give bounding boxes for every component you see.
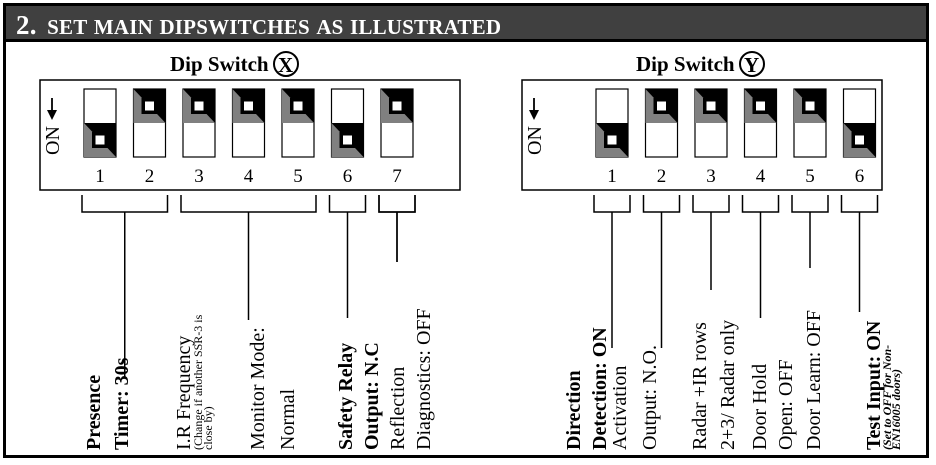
dip-x-label-line: Normal [277,388,299,450]
title-word: AS [316,15,344,39]
dip-y-switch-number: 6 [855,166,865,187]
dip-x-switch-number: 5 [293,166,303,187]
dip-y-switch-knob-window [855,135,864,145]
dip-x-switch-number: 6 [343,166,353,187]
dip-x-bracket [81,195,169,213]
dip-y-switch-number: 5 [805,166,815,187]
section-title: 2. SET MAIN DIPSWITCHES AS ILLUSTRATED [16,10,501,41]
dip-y-on-label: ON [524,126,546,155]
dip-y-switch-knob-window [756,101,765,111]
dip-y-on-arrowhead [529,110,539,120]
instruction-panel: 2. SET MAIN DIPSWITCHES AS ILLUSTRATED [3,3,929,458]
dip-x-on-label: ON [42,126,64,155]
dip-y-label-line: EN16005 doors) [889,369,903,451]
dip-x-switch-number: 1 [95,166,105,187]
dip-x-switch-knob-window [194,101,204,111]
dip-x-label-line: Monitor Mode: [247,327,269,450]
dip-y-label-line: Detection: ON [589,327,611,450]
dip-y-switch-knob-window [805,101,815,111]
dip-x-bracket [180,195,317,213]
dip-y-bracket [692,195,730,213]
section-number: 2. [16,10,37,40]
dip-x-label-line: Presence [83,375,105,450]
dip-x-switch-knob-window [343,135,352,145]
title-word: DIPSWITCHES [159,15,310,39]
dip-x-bracket [378,195,416,213]
dip-y-label-line: Activation [609,366,631,450]
dip-y-switch-number: 1 [607,166,617,187]
dip-x-label-line: Output: N.C [361,342,383,450]
dip-x-switch-knob-window [244,101,253,111]
dip-x-switch-knob-window [95,135,105,145]
dip-y-bracket [741,195,780,213]
dip-x-label-line: Safety Relay [335,343,357,450]
dip-x-switch-number: 3 [194,166,204,187]
dip-y-switch-number: 3 [706,166,716,187]
dip-y-switch-knob-window [607,135,617,145]
dip-switch-y-letter: Y [738,51,765,78]
dip-x-switch-number: 4 [244,166,254,187]
dip-y-label-line: Direction [563,370,585,450]
dip-y-switch-knob-window [706,101,716,111]
dip-x-bracket [378,195,416,213]
dip-y-bracket [593,195,631,213]
title-word: SET [47,15,88,39]
dip-x-switch-knob-window [293,101,303,111]
dip-x-label-line: close by) [201,406,215,450]
dip-y-switch-knob-window [657,101,666,111]
dip-y-label-line: Output: N.O. [639,345,661,450]
dip-x-label-line: Reflection [387,367,409,450]
dip-y-bracket [642,195,681,213]
dip-x-switch-number: 2 [145,166,155,187]
dip-y-switch-number: 2 [657,166,667,187]
dip-x-label-line: Timer: 30s [111,357,133,450]
dip-y-label-line: 2+3/ Radar only [717,320,739,450]
dip-x-switch-knob-window [145,101,154,111]
dip-y-label-line: (Set to OFF for Non- [880,345,894,450]
dip-y-bracket [791,195,829,213]
dip-switch-x-letter: X [272,51,299,78]
dip-y-label-line: Door Hold [749,364,771,450]
dip-y-label-line: Door Learn: OFF [803,310,825,450]
dip-x-label-line: (Change if another SSR-3 is [191,314,205,450]
dip-x-label-line: I.R Frequency [173,336,195,450]
title-word: MAIN [93,15,153,39]
dip-y-switch-number: 4 [756,166,766,187]
dip-y-label-line: Radar +IR rows [689,322,711,450]
dip-switch-y-title-text: Dip Switch [636,52,735,76]
dip-x-switch-knob-window [392,101,402,111]
dip-x-bracket [328,195,367,213]
dip-y-label-line: Test Input: ON [863,320,885,450]
dip-x-switch-number: 7 [392,166,402,187]
dip-y-bracket [840,195,879,213]
section-header: 2. SET MAIN DIPSWITCHES AS ILLUSTRATED [6,6,926,42]
dip-x-on-arrowhead [47,110,57,120]
dip-x-label-line: Diagnostics: OFF [413,308,435,450]
dip-switch-x-title-text: Dip Switch [170,52,269,76]
title-word: ILLUSTRATED [350,15,502,39]
dip-y-label-line: Open: OFF [775,359,797,450]
